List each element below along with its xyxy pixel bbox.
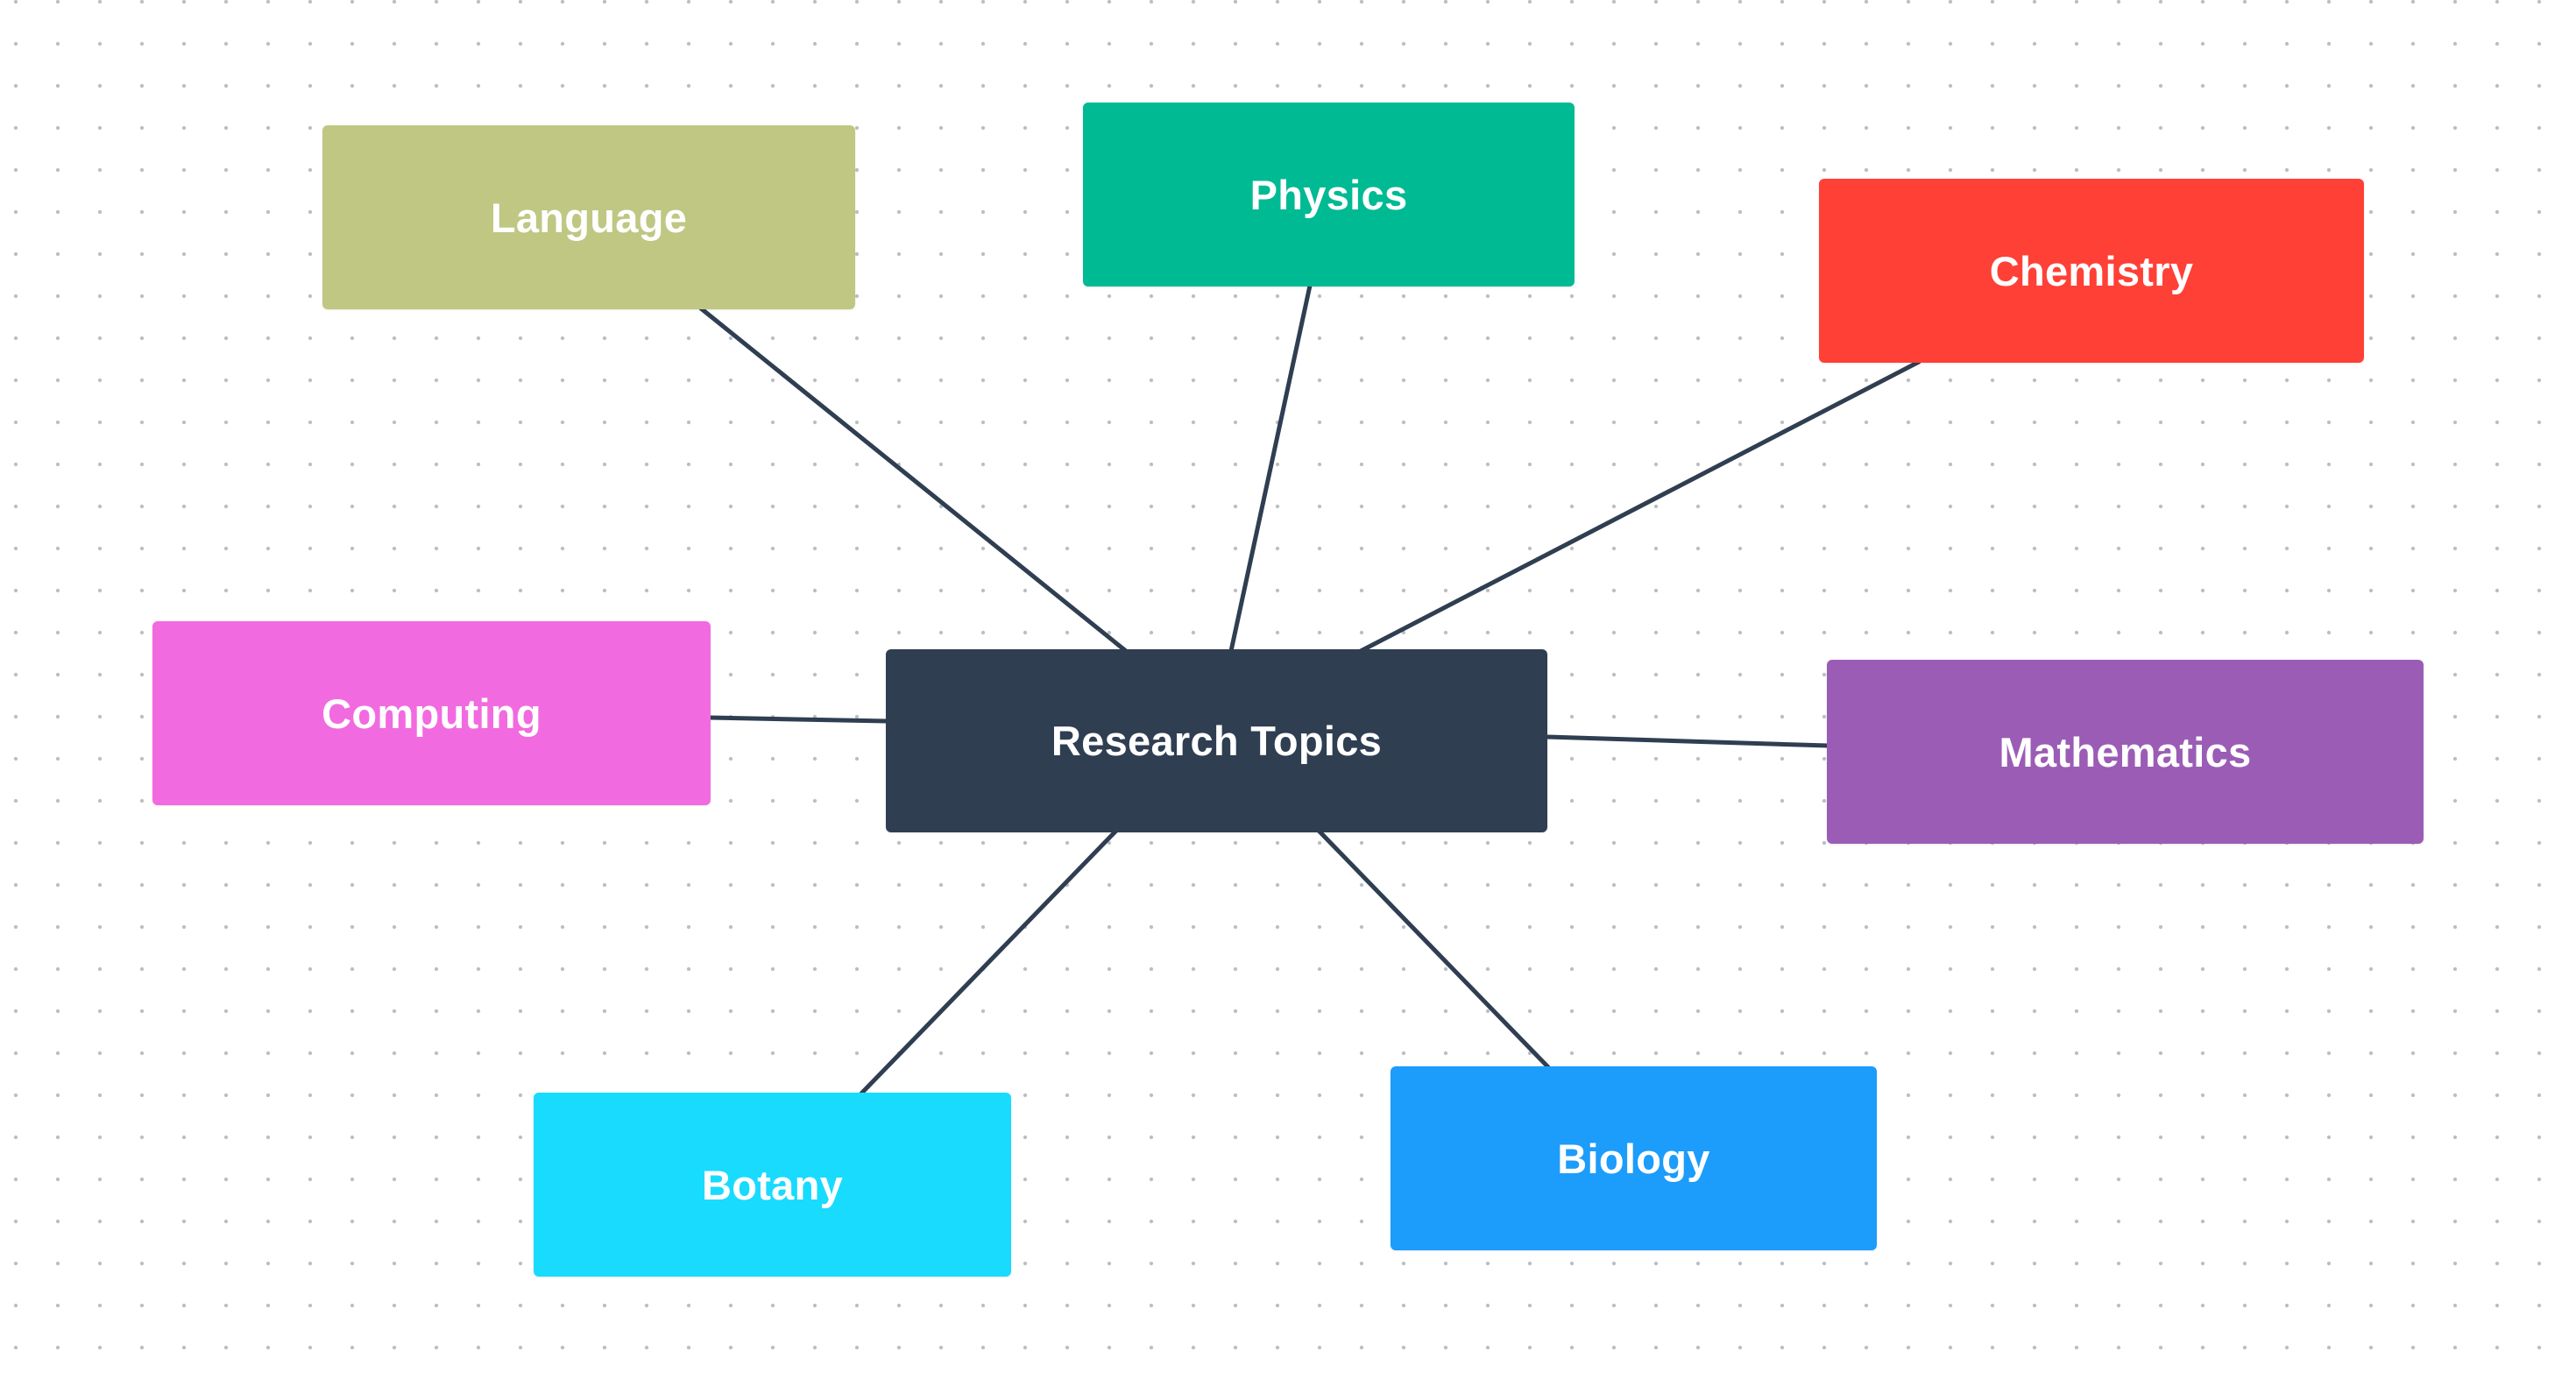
connector-botany[interactable] [859, 828, 1119, 1096]
topic-label-mathematics: Mathematics [1999, 728, 2252, 775]
topic-node-botany[interactable]: Botany [534, 1093, 1011, 1277]
topic-node-language[interactable]: Language [322, 125, 855, 309]
topic-node-biology[interactable]: Biology [1391, 1066, 1877, 1250]
connector-physics[interactable] [1228, 283, 1313, 654]
topic-node-computing[interactable]: Computing [152, 621, 711, 805]
topic-label-botany: Botany [701, 1161, 844, 1208]
topic-node-physics[interactable]: Physics [1083, 103, 1575, 287]
connector-biology[interactable] [1316, 828, 1551, 1070]
topic-label-chemistry: Chemistry [1989, 247, 2194, 294]
central-topic-node[interactable]: Research Topics [886, 649, 1547, 832]
topic-label-biology: Biology [1557, 1135, 1710, 1182]
connector-computing[interactable] [707, 715, 889, 724]
connector-mathematics[interactable] [1544, 734, 1830, 748]
topic-node-mathematics[interactable]: Mathematics [1827, 660, 2424, 844]
topic-label-physics: Physics [1249, 171, 1408, 218]
connector-language[interactable] [698, 306, 1129, 654]
topic-label-computing: Computing [322, 690, 541, 737]
connector-chemistry[interactable] [1358, 359, 1921, 654]
central-topic-label: Research Topics [1051, 718, 1383, 764]
topic-label-language: Language [490, 194, 688, 241]
topic-node-chemistry[interactable]: Chemistry [1819, 179, 2364, 363]
